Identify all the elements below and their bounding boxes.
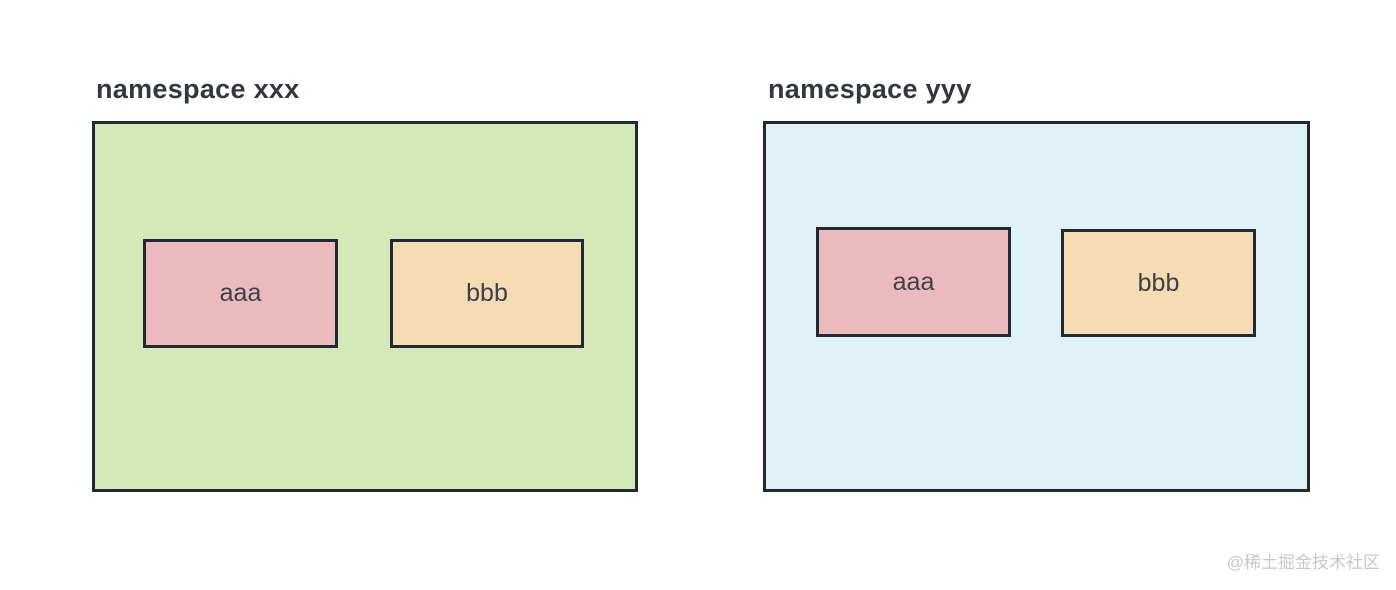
namespace-xxx-box-bbb: bbb [390, 239, 584, 348]
watermark: @稀土掘金技术社区 [1226, 553, 1380, 572]
namespace-yyy-box-aaa: aaa [816, 227, 1011, 337]
namespace-yyy-container: aaa bbb [763, 121, 1310, 492]
namespace-xxx-container: aaa bbb [92, 121, 638, 492]
box-aaa-label: aaa [892, 267, 935, 296]
box-aaa-label: aaa [219, 279, 262, 307]
namespace-xxx-box-aaa: aaa [143, 239, 338, 348]
namespace-xxx-title: namespace xxx [96, 74, 300, 104]
box-bbb-label: bbb [466, 279, 508, 307]
namespace-yyy-title: namespace yyy [768, 74, 972, 104]
namespace-yyy-box-bbb: bbb [1061, 229, 1256, 337]
box-bbb-label: bbb [1137, 268, 1180, 297]
